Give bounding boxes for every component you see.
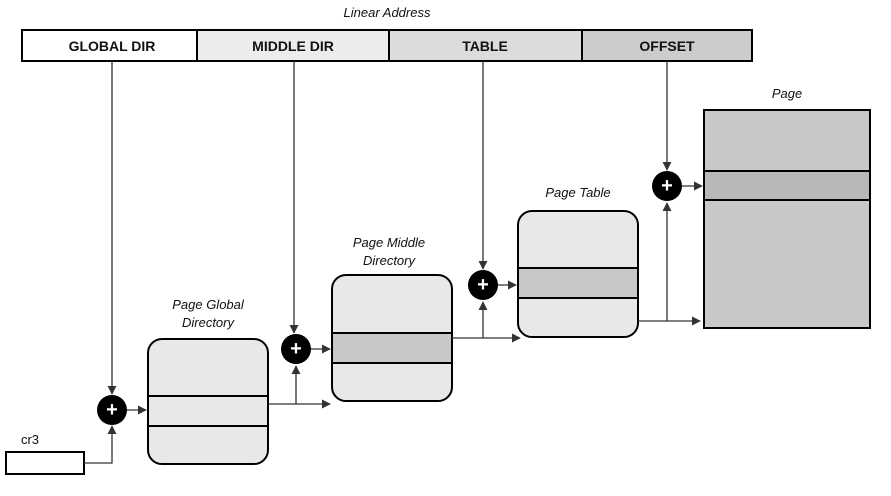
cr3-label: cr3 [21,432,39,447]
page-table [517,210,639,338]
cr3-to-adder-arrow [84,425,117,464]
pt-title: Page Table [545,185,610,200]
adder-middle: + [281,334,311,364]
pmd-title-line1: Page Middle [353,235,425,250]
page-selected-byte [703,170,871,201]
segment-global-dir-label: GLOBAL DIR [69,38,156,54]
adder-offset: + [652,171,682,201]
page-global-directory [147,338,269,465]
segment-middle-dir [196,29,390,62]
segment-table [388,29,583,62]
adder-global: + [97,395,127,425]
adder-table: + [468,270,498,300]
adder-global-symbol: + [106,399,118,421]
segment-global-dir [21,29,198,62]
cr3-register [5,451,85,475]
linear-address-bar: GLOBAL DIR MIDDLE DIR TABLE OFFSET [21,29,753,62]
pgd-title-line1: Page Global [172,297,245,312]
page-title: Page [772,86,802,101]
page-middle-directory [331,274,453,402]
segment-offset [581,29,753,62]
adder-offset-symbol: + [661,175,673,197]
segment-offset-label: OFFSET [639,38,695,54]
pgd-title-line2: Directory [182,315,236,330]
segment-table-label: TABLE [462,38,508,54]
pmd-selected-entry [331,332,453,364]
linear-address-title: Linear Address [344,5,431,20]
segment-middle-dir-label: MIDDLE DIR [252,38,334,54]
adder-middle-symbol: + [290,338,302,360]
page-frame [703,109,871,329]
pmd-title-line2: Directory [363,253,417,268]
adder-table-symbol: + [477,274,489,296]
pt-selected-entry [517,267,639,299]
